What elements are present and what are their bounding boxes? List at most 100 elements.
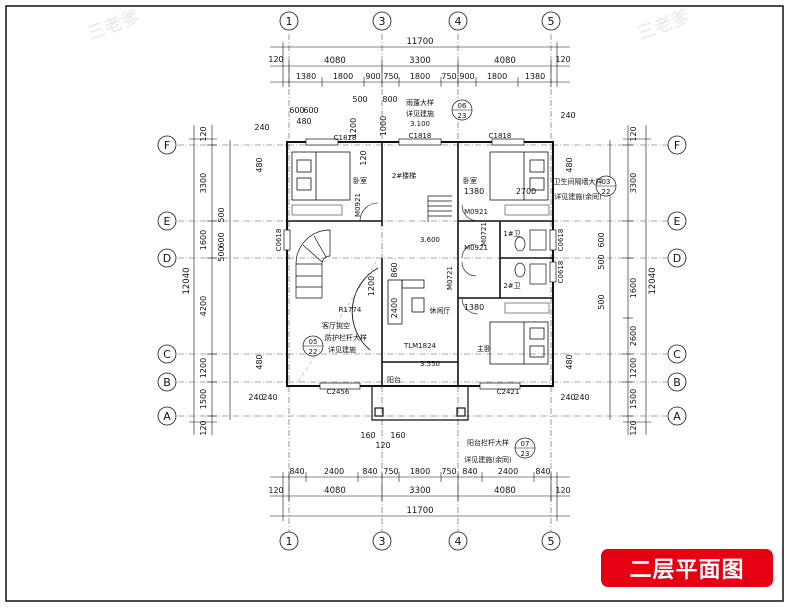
bottom-detail-dim-1: 840 — [289, 467, 304, 476]
misc-2400: 2400 — [390, 298, 399, 318]
top-total-dim: 11700 — [406, 37, 433, 47]
bath-ref-top: 03 — [602, 178, 611, 186]
axis-F-left: F — [164, 139, 170, 152]
right-inner-dim-1: 480 — [565, 157, 574, 172]
axis-B-right: B — [673, 376, 681, 389]
left-dim-4: 4200 — [199, 296, 208, 316]
misc-480: 480 — [296, 117, 311, 126]
top-detail-dim-1: 1380 — [296, 72, 316, 81]
void-diagonal-1 — [297, 261, 377, 383]
axis-3-bottom: 3 — [379, 535, 386, 548]
code-m0721-b: M0721 — [446, 266, 454, 290]
watermark-text-2: 三老爹 — [635, 6, 693, 44]
left-dim-5: 1200 — [199, 358, 208, 378]
spiral-stair — [295, 229, 331, 299]
top-seg-dim-3: 4080 — [494, 56, 516, 66]
windows — [283, 138, 557, 390]
bath-note: 卫生间隔墙大样 — [554, 177, 603, 186]
axis-B-left: B — [163, 376, 171, 389]
top-seg-dim-1: 4080 — [324, 56, 346, 66]
bottom-edge-dim-right: 120 — [555, 486, 570, 495]
left-inner-dim-6: 240 — [248, 393, 263, 402]
left-dim-6: 1500 — [199, 389, 208, 409]
bed-master — [489, 321, 549, 365]
stair-2 — [427, 195, 452, 222]
left-inner-dim-1: 480 — [255, 157, 264, 172]
left-top-240: 240 — [254, 123, 269, 132]
misc-2700: 2700 — [516, 187, 536, 196]
top-detail-dim-5: 1800 — [410, 72, 430, 81]
void-curved-railing — [351, 267, 379, 351]
elev-3600: 3.600 — [420, 236, 440, 244]
drawing-title: 二层平面图 — [629, 558, 745, 583]
code-c1818-left: C1818 — [334, 134, 357, 142]
code-tlm1824: TLM1824 — [403, 342, 437, 350]
top-detail-dim-7: 900 — [459, 72, 474, 81]
code-m0921-b: M0921 — [464, 208, 488, 216]
axis-bubbles-left — [157, 135, 177, 426]
bottom-detail-dim-5: 1800 — [410, 467, 430, 476]
bottom-detail-dim-6: 750 — [441, 467, 456, 476]
left-inner-dim-5: 480 — [255, 354, 264, 369]
right-inner-dim-6: 240 — [560, 393, 575, 402]
drawing-title-badge: 二层平面图 — [601, 549, 773, 587]
left-total-dim: 12040 — [182, 267, 192, 294]
bath-note-2: 详见建施(余同) — [554, 192, 602, 201]
bottom-detail-dim-9: 840 — [535, 467, 550, 476]
axis-E-right: E — [674, 215, 681, 228]
axis-5-bottom: 5 — [548, 535, 555, 548]
code-c2456: C2456 — [327, 388, 350, 396]
misc-160b: 160 — [390, 431, 405, 440]
right-dim-6: 1500 — [629, 389, 638, 409]
right-dim-4: 2600 — [629, 326, 638, 346]
code-c2421: C2421 — [497, 388, 520, 396]
room-bath-2: 2#卫 — [503, 282, 520, 290]
right-inner-dim-5: 480 — [565, 354, 574, 369]
misc-240b: 240 — [574, 393, 589, 402]
column-axis-lines — [288, 34, 552, 532]
misc-800: 800 — [382, 95, 397, 104]
top-edge-dim-right: 120 — [555, 55, 570, 64]
right-inner-dim-4: 500 — [597, 294, 606, 309]
bottom-edge-dim-left: 120 — [268, 486, 283, 495]
code-m0921-c: M0921 — [464, 244, 488, 252]
bottom-seg-dim-3: 4080 — [494, 486, 516, 496]
axis-4-top: 4 — [455, 15, 462, 28]
top-detail-dim-3: 900 — [365, 72, 380, 81]
code-c0618-c: C0618 — [557, 261, 565, 284]
right-dim-1: 120 — [629, 126, 638, 141]
drawing-frame — [5, 5, 784, 602]
room-bedroom-right: 卧室 — [463, 176, 477, 185]
bed-left — [291, 151, 351, 201]
misc-1380b: 1380 — [464, 303, 484, 312]
misc-1200b: 1200 — [367, 276, 376, 296]
axis-D-left: D — [163, 252, 171, 265]
misc-1000: 1000 — [379, 116, 388, 136]
code-m0721-a: M0721 — [480, 222, 488, 246]
axis-E-left: E — [164, 215, 171, 228]
interior-walls — [287, 142, 553, 386]
door-swings — [359, 202, 479, 315]
top-detail-dim-9: 1380 — [525, 72, 545, 81]
axis-bubbles-right — [667, 135, 687, 426]
balc-ref-bot: 23 — [521, 450, 530, 458]
rail-ref-bot: 22 — [309, 348, 318, 356]
right-dim-2: 3300 — [629, 173, 638, 193]
elev-3550: 3.550 — [420, 360, 440, 368]
axis-1-bottom: 1 — [286, 535, 293, 548]
room-bath-1: 1#卫 — [503, 230, 520, 238]
room-bedroom-left: 卧室 — [353, 176, 367, 185]
misc-860: 860 — [390, 262, 399, 277]
left-dimension-lines — [189, 125, 231, 435]
code-c0618-a: C0618 — [275, 229, 283, 252]
rail-note: 防护栏杆大样 — [325, 333, 367, 342]
bed-right — [489, 151, 549, 201]
axis-5-top: 5 — [548, 15, 555, 28]
right-dim-5: 1200 — [629, 358, 638, 378]
code-c1818-mid: C1818 — [409, 132, 432, 140]
axis-C-left: C — [163, 348, 171, 361]
top-edge-dim-left: 120 — [268, 55, 283, 64]
top-detail-dim-4: 750 — [383, 72, 398, 81]
top-detail-dim-2: 1800 — [333, 72, 353, 81]
right-inner-dim-3: 500 — [597, 254, 606, 269]
